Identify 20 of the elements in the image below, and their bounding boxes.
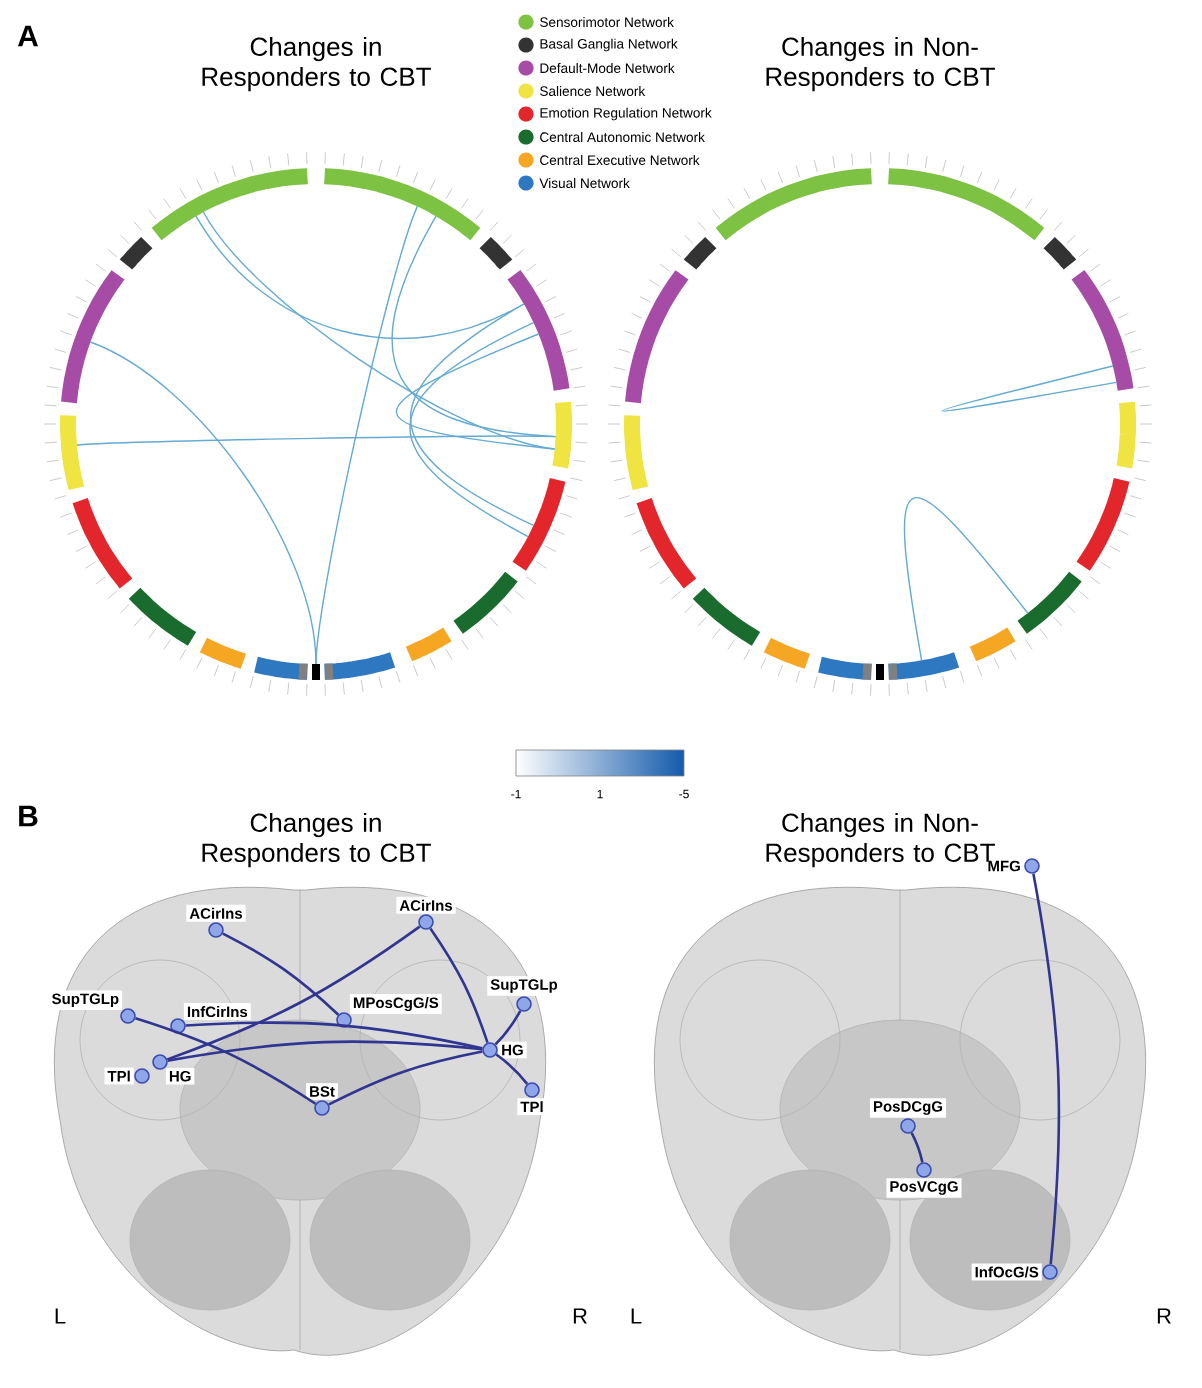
side-label: L (55, 1308, 66, 1324)
connection-line (185, 1021, 483, 1050)
connection-line (222, 932, 340, 1016)
connection-line (328, 1050, 483, 1106)
connection-line (495, 1053, 529, 1085)
panel-title: Changes in Responders to CBT (202, 812, 431, 868)
connection-line (167, 1040, 483, 1062)
panel-letter: A (17, 25, 39, 47)
panel-title: Changes in Responders to CBT (202, 36, 431, 92)
panel-letter: B (19, 805, 38, 827)
panel-title: Changes in Non-Responders to CBT (766, 36, 995, 92)
side-label: R (573, 1308, 587, 1324)
connection-line (494, 1010, 522, 1046)
side-label: L (631, 1308, 642, 1324)
side-label: R (1157, 1308, 1171, 1324)
connection-line (1032, 873, 1061, 1265)
connection-line (910, 1132, 924, 1163)
connection-line (429, 927, 489, 1044)
connection-line (166, 925, 421, 1061)
connection-line (135, 1017, 317, 1105)
